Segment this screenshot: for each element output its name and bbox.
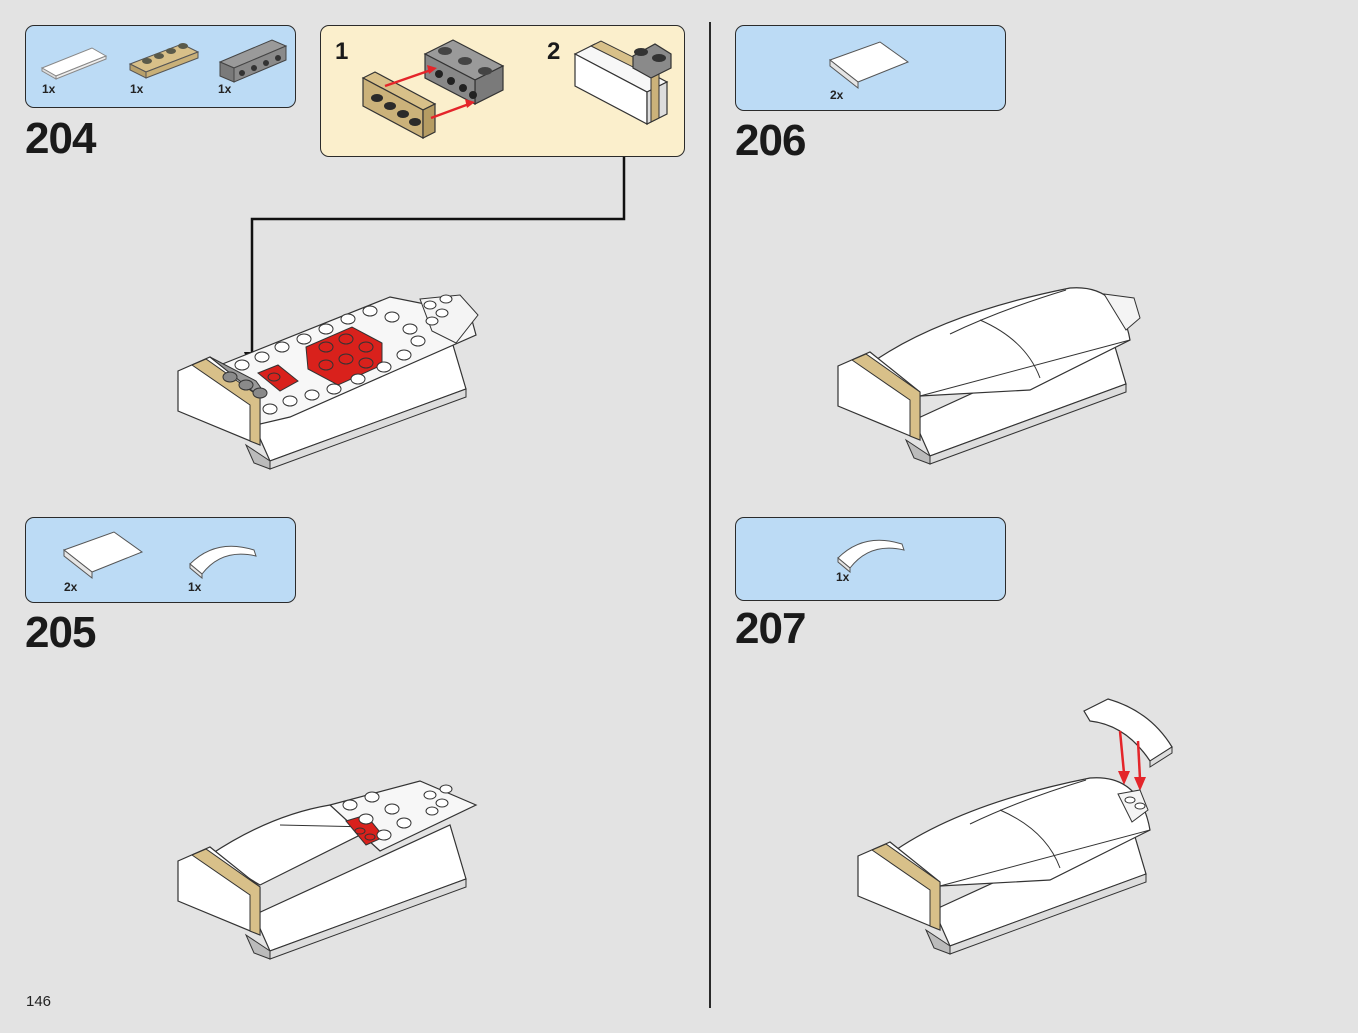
part-qty: 1x (218, 82, 232, 96)
part-qty: 1x (836, 570, 850, 584)
gray-bracket-1x4-icon (218, 39, 288, 83)
parts-callout-206: 2x (735, 25, 1006, 111)
step-number-205: 205 (25, 608, 96, 657)
step-number-207: 207 (735, 604, 806, 653)
part-qty: 2x (64, 580, 78, 594)
white-curved-slope-icon (828, 41, 910, 90)
white-tile-1x4-icon (40, 47, 108, 80)
parts-callout-205: 2x 1x (25, 517, 296, 603)
white-curved-slope-icon (62, 531, 144, 580)
part-qty: 1x (42, 82, 56, 96)
subassembly-step-1-illustration (361, 39, 505, 139)
part-qty: 2x (830, 88, 844, 102)
model-illustration-205 (177, 780, 478, 960)
model-illustration-206 (837, 287, 1141, 465)
part-qty: 1x (130, 82, 144, 96)
part-qty: 1x (188, 580, 202, 594)
step-number-204: 204 (25, 114, 96, 163)
white-arch-tile-icon (837, 539, 905, 574)
model-illustration-204 (177, 294, 479, 470)
parts-callout-207: 1x (735, 517, 1006, 601)
substep-number-2: 2 (547, 38, 561, 65)
page-divider (709, 22, 711, 1008)
model-illustration-207 (857, 698, 1173, 955)
subassembly-step-2-illustration (573, 40, 672, 125)
page-number: 146 (26, 993, 52, 1010)
white-arch-tile-icon (189, 545, 257, 580)
step-number-206: 206 (735, 116, 806, 165)
substep-number-1: 1 (335, 38, 349, 65)
subassembly-callout: 1 2 (320, 25, 685, 157)
tan-plate-1x4-icon (128, 43, 200, 79)
parts-callout-204: 1x 1x 1x (25, 25, 296, 108)
